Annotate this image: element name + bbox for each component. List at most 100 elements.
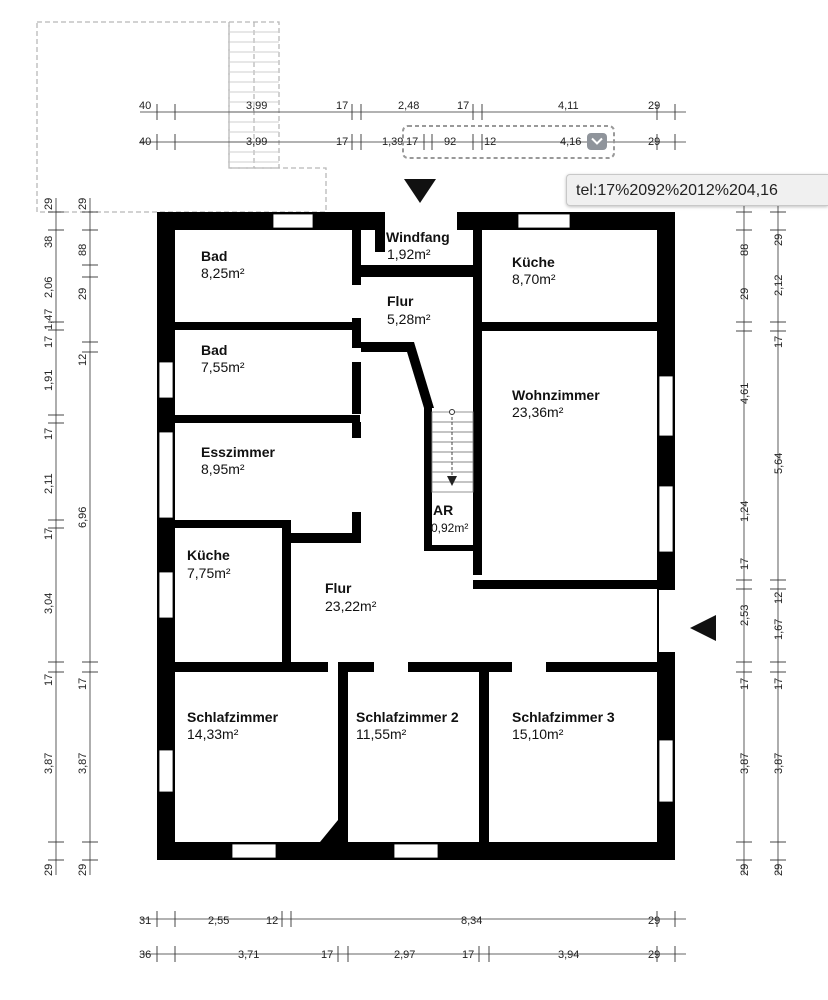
dashed-outline (36, 21, 327, 213)
room-area-bad-1: 8,25m² (201, 265, 245, 281)
dim-label: 2,53 (739, 605, 751, 626)
link-tooltip[interactable]: tel:17%2092%2012%204,16 (566, 174, 828, 206)
room-area-wohnzimmer: 23,36m² (512, 404, 564, 420)
dim-label: 29 (77, 864, 89, 876)
room-name-windfang: Windfang (386, 229, 450, 245)
triangle-left-icon (690, 615, 716, 641)
room-area-flur-2: 23,22m² (325, 598, 377, 614)
dim-label: 17 (462, 949, 474, 961)
room-area-windfang: 1,92m² (387, 246, 431, 262)
dims-bottom-row-2: 36 3,71 17 2,97 17 3,94 29 (139, 949, 660, 961)
dim-label: 29 (43, 864, 55, 876)
room-area-schlafzimmer: 14,33m² (187, 726, 239, 742)
room-area-ar: 0,92m² (431, 521, 468, 535)
dim-label: 17 (336, 136, 348, 148)
dim-label: 3,71 (238, 949, 259, 961)
dim-label: 2,11 (43, 473, 55, 494)
interior-walls (168, 230, 657, 842)
room-name-ar: AR (433, 502, 453, 518)
dim-label: 3,94 (558, 949, 579, 961)
room-area-esszimmer: 8,95m² (201, 461, 245, 477)
dim-label: 29 (77, 198, 89, 210)
room-area-schlafzimmer-3: 15,10m² (512, 726, 564, 742)
dim-label: 3,87 (739, 753, 751, 774)
dim-label: 3,87 (77, 753, 89, 774)
dim-label: 92 (444, 136, 456, 148)
dim-label: 2,12 (773, 275, 785, 296)
dim-label: 36 (139, 949, 151, 961)
dim-label: 4,61 (739, 383, 751, 404)
dim-label: 40 (139, 136, 151, 148)
dim-label: 17 (43, 336, 55, 348)
dim-label: 12 (77, 354, 89, 366)
dim-label: 29 (773, 864, 785, 876)
triangle-down-icon (404, 179, 436, 203)
room-name-schlafzimmer-3: Schlafzimmer 3 (512, 709, 615, 725)
windfang-walls (375, 212, 473, 277)
room-area-schlafzimmer-2: 11,55m² (356, 726, 407, 742)
room-area-flur-1: 5,28m² (387, 311, 431, 327)
dim-label: 17 (739, 558, 751, 570)
dim-label: 29 (648, 100, 660, 112)
room-name-wohnzimmer: Wohnzimmer (512, 387, 600, 403)
dim-label: 3,87 (43, 753, 55, 774)
dim-label: 4,16 (560, 136, 581, 148)
dim-label: 38 (43, 236, 55, 248)
dim-label: 29 (739, 864, 751, 876)
dim-label: 29 (648, 136, 660, 148)
room-area-bad-2: 7,55m² (201, 359, 245, 375)
dim-label: 1,24 (739, 501, 751, 522)
room-name-schlafzimmer: Schlafzimmer (187, 709, 279, 725)
room-name-schlafzimmer-2: Schlafzimmer 2 (356, 709, 459, 725)
dim-label: 1,39 (382, 136, 403, 148)
dims-right-col-1: 88 29 4,61 1,24 17 2,53 17 3,87 29 (739, 244, 751, 876)
dim-label: 29 (648, 915, 660, 927)
dim-label: 1,47 (43, 309, 55, 330)
dim-label: 3,99 (246, 136, 267, 148)
dim-label: 12 (266, 915, 278, 927)
dim-label: 3,99 (246, 100, 267, 112)
dim-label: 2,06 (43, 277, 55, 298)
dim-label: 1,67 (773, 619, 785, 640)
room-name-bad-1: Bad (201, 248, 227, 264)
dimension-dropdown-button[interactable] (587, 133, 607, 150)
room-area-kueche-1: 8,70m² (512, 271, 556, 287)
room-area-kueche-2: 7,75m² (187, 565, 231, 581)
room-labels: Bad 8,25m² Windfang 1,92m² Küche 8,70m² … (187, 229, 615, 742)
dim-label: 88 (739, 244, 751, 256)
dim-label: 17 (773, 336, 785, 348)
room-name-esszimmer: Esszimmer (201, 444, 275, 460)
dim-label: 2,97 (394, 949, 415, 961)
dim-label: 3,87 (773, 753, 785, 774)
dim-selection-box[interactable] (402, 125, 615, 159)
dim-label: 17 (43, 674, 55, 686)
dims-right-col-2: 29 2,12 17 5,64 12 1,67 17 3,87 29 (773, 234, 785, 876)
chevron-down-icon (591, 137, 603, 145)
dim-label: 29 (739, 288, 751, 300)
dim-label: 5,64 (773, 453, 785, 474)
dim-label: 31 (139, 915, 151, 927)
room-name-kueche-1: Küche (512, 254, 555, 270)
dim-label: 29 (773, 234, 785, 246)
room-name-flur-2: Flur (325, 580, 352, 596)
dim-label: 17 (336, 100, 348, 112)
dim-label: 17 (457, 100, 469, 112)
dim-label: 17 (406, 136, 418, 148)
dims-left-col-2: 29 88 29 12 6,96 17 3,87 29 (77, 198, 89, 876)
dimension-ticks (48, 104, 786, 962)
staircase (431, 411, 474, 493)
dim-label: 17 (43, 528, 55, 540)
window-openings (158, 212, 675, 859)
dim-label: 2,48 (398, 100, 419, 112)
dim-label: 29 (77, 288, 89, 300)
dim-label: 6,96 (77, 507, 89, 528)
stair-start-dot (449, 409, 455, 415)
outer-walls (157, 212, 675, 860)
dims-bottom-row-1: 31 2,55 12 8,34 29 (139, 915, 660, 927)
stair-arrow-icon (447, 476, 457, 486)
dim-label: 29 (648, 949, 660, 961)
dims-top-row-1: 40 3,99 17 2,48 17 4,11 29 (139, 100, 660, 112)
dims-left-col-1: 29 38 2,06 1,47 17 1,91 17 2,11 17 3,04 … (43, 198, 55, 876)
dim-label: 17 (43, 428, 55, 440)
dim-label: 8,34 (461, 915, 482, 927)
